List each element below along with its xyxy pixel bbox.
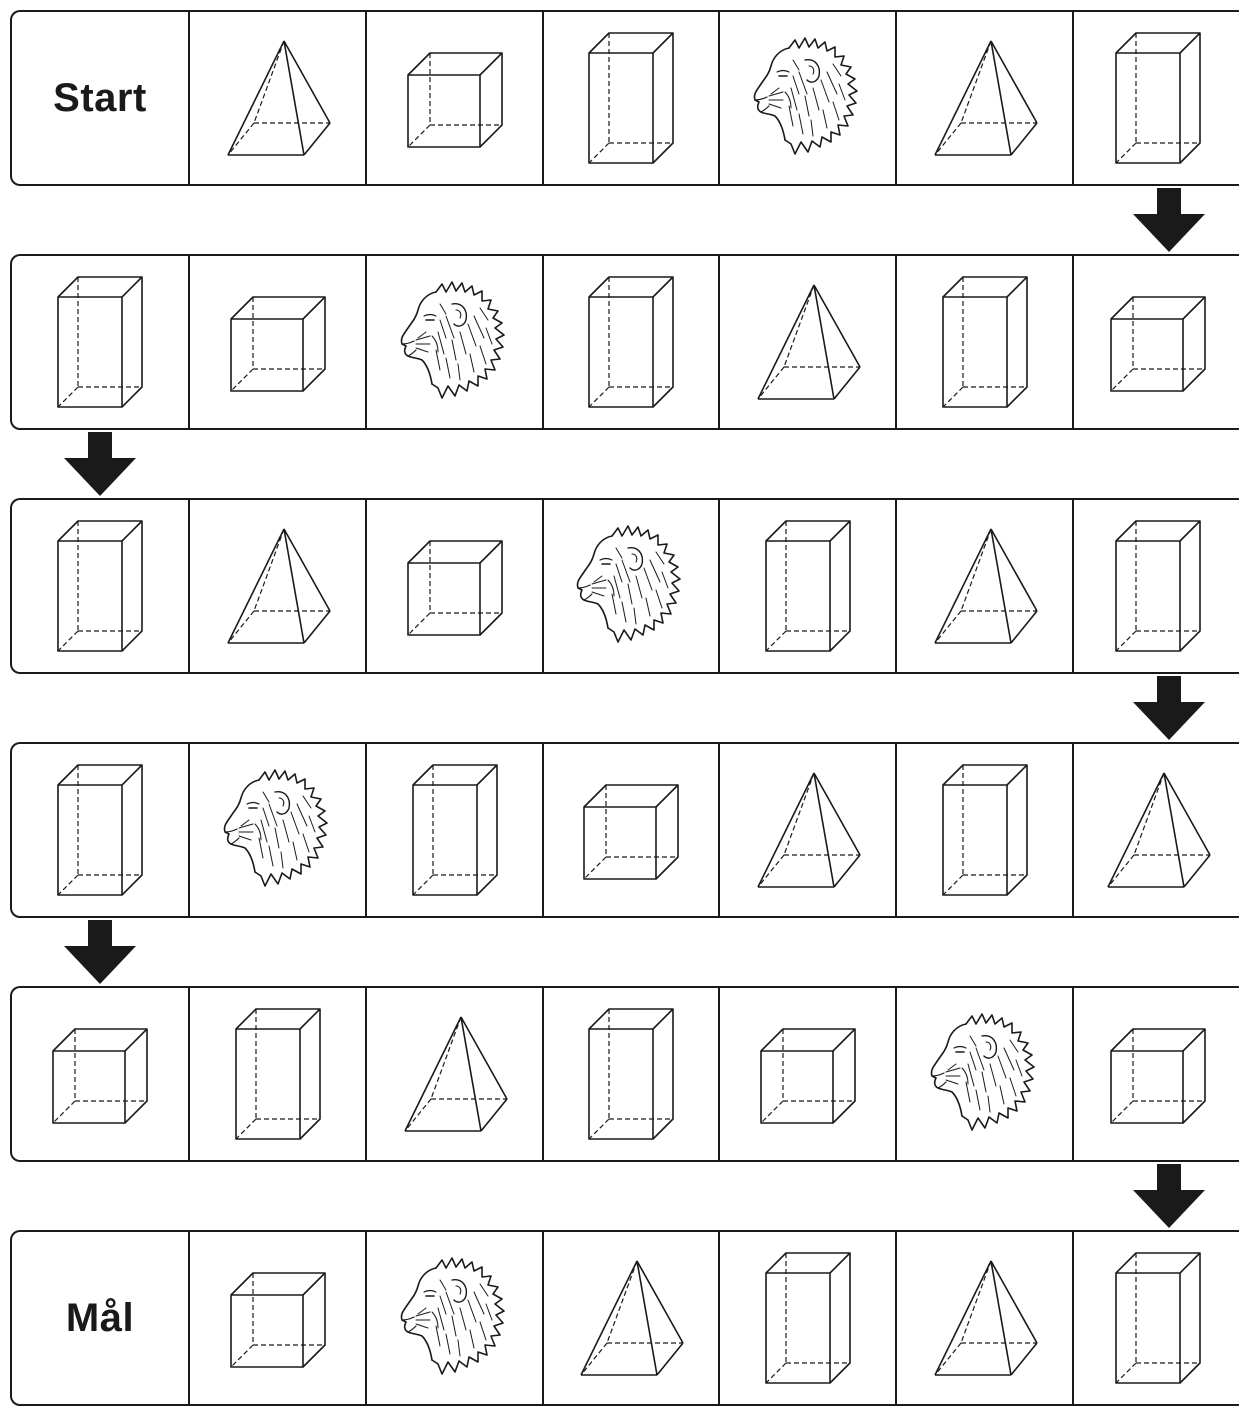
prism-icon [228, 1003, 328, 1145]
prism-cell [12, 744, 188, 916]
board-row-4 [10, 742, 1239, 918]
prism-cell [542, 256, 718, 428]
cube-icon [1103, 1019, 1213, 1129]
cube-icon [223, 287, 333, 397]
pyramid-icon [752, 279, 864, 405]
start-cell: Start [12, 12, 188, 184]
prism-icon [581, 1003, 681, 1145]
board-row-1: Start [10, 10, 1239, 186]
prism-cell [895, 256, 1072, 428]
lion-cell [542, 500, 718, 672]
lion-icon [396, 1256, 514, 1380]
down-arrow-icon [60, 920, 140, 986]
cube-cell [12, 988, 188, 1160]
down-arrow-icon [60, 432, 140, 498]
prism-icon [758, 515, 858, 657]
pyramid-cell [895, 500, 1072, 672]
lion-cell [188, 744, 365, 916]
pyramid-cell [895, 12, 1072, 184]
down-arrow-icon [1129, 188, 1209, 254]
prism-icon [758, 1247, 858, 1389]
cube-icon [400, 531, 510, 641]
prism-icon [1108, 27, 1208, 169]
lion-cell [365, 1232, 542, 1404]
cube-cell [1072, 256, 1239, 428]
pyramid-icon [929, 1255, 1041, 1381]
lion-icon [396, 280, 514, 404]
pyramid-cell [895, 1232, 1072, 1404]
down-arrow-icon [1129, 1164, 1209, 1230]
goal-cell: Mål [12, 1232, 188, 1404]
cube-cell [1072, 988, 1239, 1160]
pyramid-cell [365, 988, 542, 1160]
pyramid-icon [1102, 767, 1214, 893]
pyramid-icon [752, 767, 864, 893]
pyramid-cell [1072, 744, 1239, 916]
prism-cell [718, 1232, 895, 1404]
prism-cell [12, 256, 188, 428]
pyramid-icon [399, 1011, 511, 1137]
down-arrow-icon [1129, 676, 1209, 742]
prism-cell [1072, 12, 1239, 184]
lion-icon [219, 768, 337, 892]
board-row-5 [10, 986, 1239, 1162]
pyramid-icon [575, 1255, 687, 1381]
pyramid-cell [188, 12, 365, 184]
pyramid-icon [222, 523, 334, 649]
prism-cell [895, 744, 1072, 916]
cube-cell [718, 988, 895, 1160]
goal-label: Mål [66, 1296, 134, 1341]
prism-cell [12, 500, 188, 672]
cube-icon [1103, 287, 1213, 397]
prism-cell [1072, 500, 1239, 672]
cube-cell [365, 12, 542, 184]
lion-cell [895, 988, 1072, 1160]
prism-icon [50, 759, 150, 901]
cube-cell [365, 500, 542, 672]
prism-cell [542, 988, 718, 1160]
pyramid-cell [188, 500, 365, 672]
pyramid-icon [929, 523, 1041, 649]
board-row-3 [10, 498, 1239, 674]
cube-cell [188, 1232, 365, 1404]
prism-cell [718, 500, 895, 672]
lion-cell [365, 256, 542, 428]
prism-icon [935, 759, 1035, 901]
lion-icon [926, 1012, 1044, 1136]
start-label: Start [53, 76, 147, 121]
prism-cell [365, 744, 542, 916]
pyramid-icon [929, 35, 1041, 161]
prism-cell [542, 12, 718, 184]
pyramid-cell [718, 744, 895, 916]
pyramid-cell [718, 256, 895, 428]
cube-cell [188, 256, 365, 428]
lion-icon [572, 524, 690, 648]
prism-icon [405, 759, 505, 901]
prism-icon [50, 271, 150, 413]
pyramid-icon [222, 35, 334, 161]
cube-icon [400, 43, 510, 153]
prism-cell [188, 988, 365, 1160]
cube-icon [576, 775, 686, 885]
prism-icon [1108, 515, 1208, 657]
cube-icon [223, 1263, 333, 1373]
prism-icon [581, 271, 681, 413]
cube-icon [753, 1019, 863, 1129]
cube-cell [542, 744, 718, 916]
prism-icon [1108, 1247, 1208, 1389]
board-row-2 [10, 254, 1239, 430]
prism-cell [1072, 1232, 1239, 1404]
prism-icon [50, 515, 150, 657]
board-row-6: Mål [10, 1230, 1239, 1406]
pyramid-cell [542, 1232, 718, 1404]
prism-icon [935, 271, 1035, 413]
prism-icon [581, 27, 681, 169]
cube-icon [45, 1019, 155, 1129]
lion-cell [718, 12, 895, 184]
lion-icon [749, 36, 867, 160]
